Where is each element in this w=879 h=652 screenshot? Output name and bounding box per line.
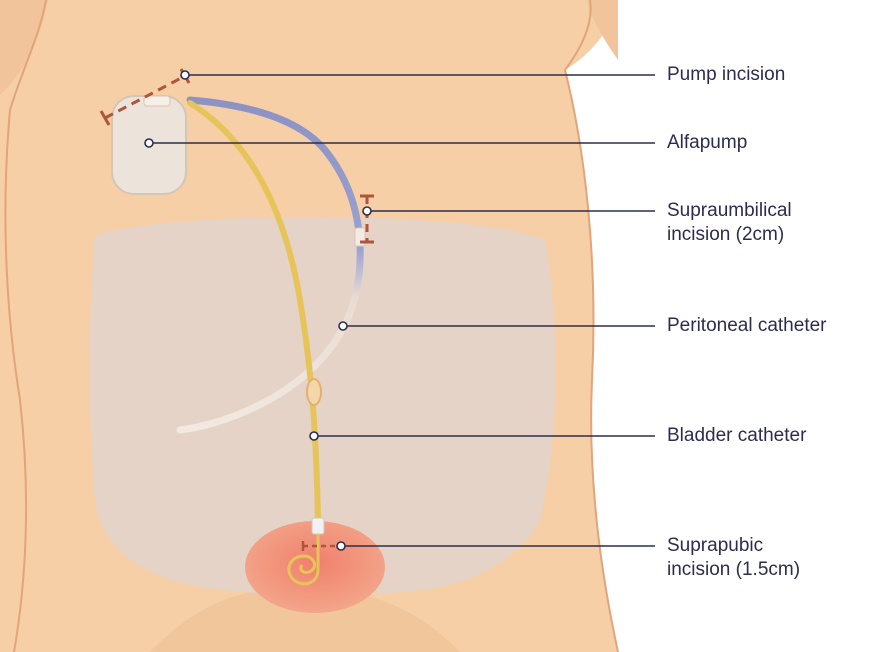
leader-dot-alfapump <box>145 139 153 147</box>
leader-dot-bladder-catheter <box>310 432 318 440</box>
umbilicus <box>307 379 321 405</box>
leader-dot-suprapubic <box>337 542 345 550</box>
leader-dot-supraumbilical <box>363 207 371 215</box>
label-suprapubic-incision: Suprapubic incision (1.5cm) <box>667 534 800 582</box>
leader-dot-pump-incision <box>181 71 189 79</box>
leader-dot-peritoneal <box>339 322 347 330</box>
label-supraumbilical-incision: Supraumbilical incision (2cm) <box>667 199 792 247</box>
label-peritoneal-catheter: Peritoneal catheter <box>667 314 827 338</box>
label-alfapump: Alfapump <box>667 131 747 155</box>
label-pump-incision: Pump incision <box>667 63 785 87</box>
suprapubic-connector <box>312 518 324 534</box>
alfapump-port <box>144 96 170 106</box>
label-bladder-catheter: Bladder catheter <box>667 424 806 448</box>
